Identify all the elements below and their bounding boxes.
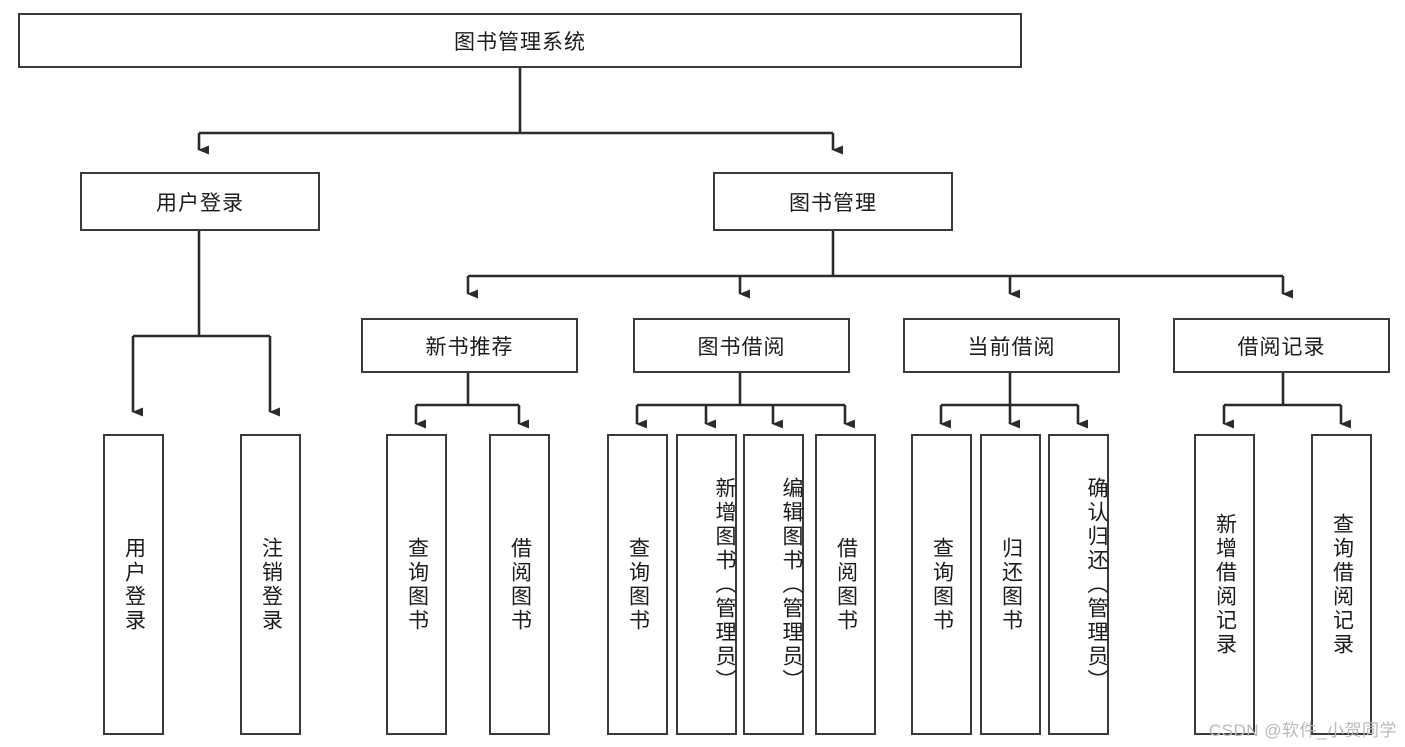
node-current-borrow-label: 当前借阅	[967, 335, 1056, 359]
node-leaf-borrow-book-2-label: 借阅图书	[834, 536, 858, 633]
node-leaf-user-login[interactable]: 用户登录	[103, 434, 164, 735]
node-leaf-return-book[interactable]: 归还图书	[980, 434, 1041, 735]
node-leaf-query-book-3[interactable]: 查询图书	[911, 434, 972, 735]
node-borrow-record[interactable]: 借阅记录	[1173, 318, 1390, 373]
node-leaf-query-record[interactable]: 查询借阅记录	[1311, 434, 1372, 735]
node-leaf-query-book-3-label: 查询图书	[930, 536, 954, 633]
node-current-borrow[interactable]: 当前借阅	[903, 318, 1120, 373]
node-leaf-return-book-label: 归还图书	[999, 536, 1023, 633]
node-new-book-recommend[interactable]: 新书推荐	[361, 318, 578, 373]
node-leaf-borrow-book-1-label: 借阅图书	[508, 536, 532, 633]
node-leaf-query-book-1-label: 查询图书	[405, 536, 429, 633]
node-book-borrow[interactable]: 图书借阅	[633, 318, 850, 373]
node-leaf-query-book-2[interactable]: 查询图书	[607, 434, 668, 735]
node-root[interactable]: 图书管理系统	[18, 13, 1022, 68]
node-leaf-query-book-1[interactable]: 查询图书	[386, 434, 447, 735]
node-leaf-edit-book-label: 编辑图书（管理员）	[780, 476, 803, 693]
node-new-book-recommend-label: 新书推荐	[425, 335, 514, 359]
node-book-manage[interactable]: 图书管理	[713, 172, 953, 231]
node-leaf-edit-book[interactable]: 编辑图书（管理员）	[743, 434, 804, 735]
node-root-label: 图书管理系统	[454, 30, 586, 54]
node-leaf-confirm-return[interactable]: 确认归还（管理员）	[1048, 434, 1109, 735]
node-user-login[interactable]: 用户登录	[80, 172, 320, 231]
node-user-login-label: 用户登录	[156, 191, 244, 215]
node-leaf-add-record[interactable]: 新增借阅记录	[1194, 434, 1255, 735]
node-leaf-borrow-book-2[interactable]: 借阅图书	[815, 434, 876, 735]
node-leaf-confirm-return-label: 确认归还（管理员）	[1085, 476, 1108, 693]
node-leaf-query-record-label: 查询借阅记录	[1330, 512, 1354, 657]
node-leaf-add-book[interactable]: 新增图书（管理员）	[676, 434, 737, 735]
watermark-text: CSDN @软件_小贺同学	[1208, 721, 1397, 740]
node-leaf-query-book-2-label: 查询图书	[626, 536, 650, 633]
node-leaf-logout[interactable]: 注销登录	[240, 434, 301, 735]
node-leaf-logout-label: 注销登录	[259, 536, 283, 633]
node-leaf-user-login-label: 用户登录	[122, 536, 146, 633]
node-borrow-record-label: 借阅记录	[1237, 335, 1326, 359]
node-book-manage-label: 图书管理	[789, 191, 877, 215]
node-leaf-add-book-label: 新增图书（管理员）	[713, 476, 736, 693]
node-book-borrow-label: 图书借阅	[697, 335, 786, 359]
node-leaf-add-record-label: 新增借阅记录	[1213, 512, 1237, 657]
node-leaf-borrow-book-1[interactable]: 借阅图书	[489, 434, 550, 735]
